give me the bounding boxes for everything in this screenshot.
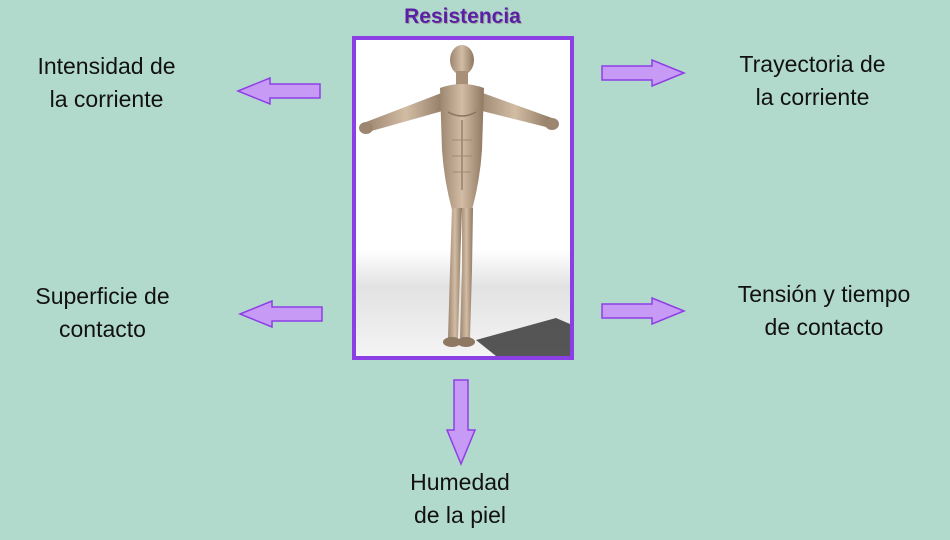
diagram-title: Resistencia: [355, 5, 570, 29]
factor-voltage-time-line-2: de contacto: [700, 311, 948, 344]
arrow-down-icon: [445, 378, 477, 466]
arrow-right-icon: [600, 296, 686, 326]
arrow-left-icon: [236, 76, 322, 106]
arrow-right-icon: [600, 58, 686, 88]
factor-voltage-time-line-1: Tensión y tiempo: [700, 278, 948, 311]
factor-voltage-time-label: Tensión y tiempo de contacto: [700, 278, 948, 344]
arrow-left-icon: [238, 299, 324, 329]
factor-trajectory-label: Trayectoria de la corriente: [700, 48, 925, 114]
factor-intensity-label: Intensidad de la corriente: [4, 50, 209, 116]
factor-surface-label: Superficie de contacto: [0, 280, 205, 346]
factor-intensity-line-2: la corriente: [4, 83, 209, 116]
factor-humidity-line-1: Humedad: [370, 466, 550, 499]
human-body-figure: [356, 40, 570, 356]
factor-surface-line-1: Superficie de: [0, 280, 205, 313]
factor-humidity-line-2: de la piel: [370, 499, 550, 532]
factor-surface-line-2: contacto: [0, 313, 205, 346]
human-figure-frame: [352, 36, 574, 360]
factor-trajectory-line-2: la corriente: [700, 81, 925, 114]
factor-intensity-line-1: Intensidad de: [4, 50, 209, 83]
factor-humidity-label: Humedad de la piel: [370, 466, 550, 532]
factor-trajectory-line-1: Trayectoria de: [700, 48, 925, 81]
